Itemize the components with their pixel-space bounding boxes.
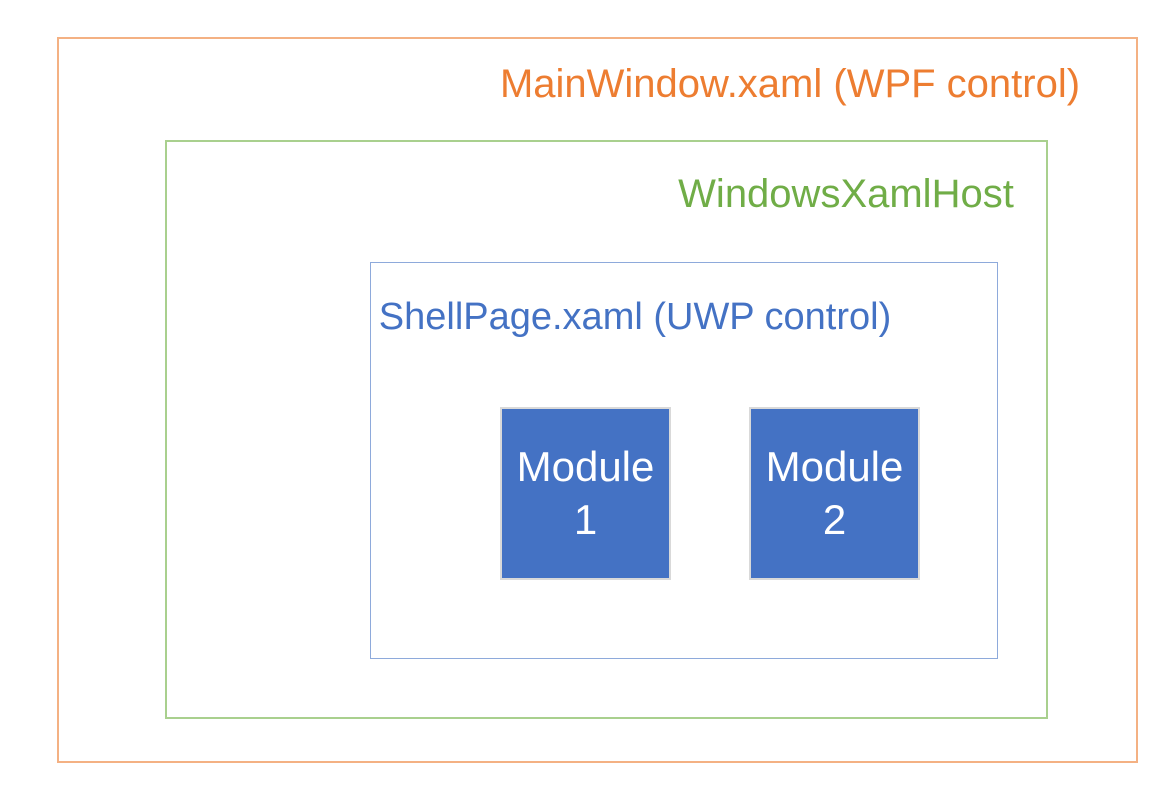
- windows-xaml-host-box: WindowsXamlHost ShellPage.xaml (UWP cont…: [165, 140, 1048, 719]
- module-2-box: Module 2: [749, 407, 920, 580]
- module-2-label: Module 2: [766, 441, 904, 546]
- module-1-name: Module: [516, 443, 655, 490]
- main-window-box: MainWindow.xaml (WPF control) WindowsXam…: [57, 37, 1138, 763]
- module-2-number: 2: [822, 495, 847, 543]
- module-1-label: Module 1: [517, 441, 655, 546]
- module-1-box: Module 1: [500, 407, 671, 580]
- main-window-label: MainWindow.xaml (WPF control): [499, 62, 1081, 106]
- shell-page-box: ShellPage.xaml (UWP control) Module 1 Mo…: [370, 262, 998, 659]
- module-2-name: Module: [765, 443, 904, 490]
- shell-page-label: ShellPage.xaml (UWP control): [378, 296, 892, 338]
- windows-xaml-host-label: WindowsXamlHost: [678, 172, 1014, 216]
- module-1-number: 1: [573, 495, 598, 543]
